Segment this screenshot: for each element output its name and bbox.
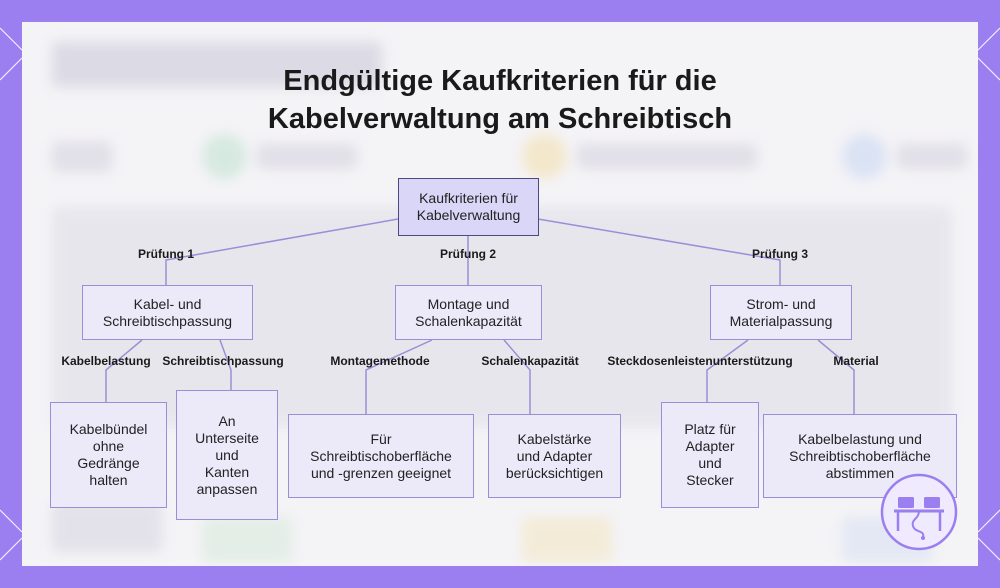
root-node: Kaufkriterien für Kabelverwaltung — [398, 178, 539, 236]
link-root-n3 — [537, 218, 781, 285]
node-strom-materialpassung: Strom- und Materialpassung — [710, 285, 852, 340]
link-n1-l1 — [105, 339, 143, 402]
edge-label-pruefung-3: Prüfung 3 — [752, 247, 808, 261]
title-line-1: Endgültige Kaufkriterien für die — [283, 65, 717, 97]
link-root-n1 — [165, 218, 399, 285]
connector-lines — [105, 218, 855, 420]
diagram-card: Endgültige Kaufkriterien für die Kabelve… — [22, 22, 978, 566]
node-kabel-schreibtischpassung: Kabel- und Schreibtischpassung — [82, 285, 253, 340]
node-montage-schalenkapazitaet: Montage und Schalenkapazität — [395, 285, 542, 340]
link-n2-l3 — [365, 339, 433, 420]
edge-label-schalenkapazitaet: Schalenkapazität — [481, 354, 579, 368]
edge-label-pruefung-1: Prüfung 1 — [138, 247, 194, 261]
leaf-unterseite-kanten: An Unterseite und Kanten anpassen — [176, 390, 278, 520]
edge-label-pruefung-2: Prüfung 2 — [440, 247, 496, 261]
edge-label-schreibtischpassung: Schreibtischpassung — [162, 354, 284, 368]
leaf-schreibtischoberflaeche: Für Schreibtischoberfläche und -grenzen … — [288, 414, 474, 498]
leaf-kabelbuendel: Kabelbündel ohne Gedränge halten — [50, 402, 167, 508]
link-n2-l4 — [503, 339, 531, 416]
edge-label-steckdosenleistenunterstuetzung: Steckdosenleistenunterstützung — [607, 354, 793, 368]
edge-label-montagemethode: Montagemethode — [330, 354, 430, 368]
link-n3-l6 — [817, 339, 855, 416]
tree-diagram: Endgültige Kaufkriterien für die Kabelve… — [22, 22, 978, 566]
edge-label-material: Material — [833, 354, 879, 368]
link-n3-l5 — [706, 339, 749, 402]
edge-label-kabelbelastung: Kabelbelastung — [61, 354, 151, 368]
diagram-title: Endgültige Kaufkriterien für die Kabelve… — [22, 62, 978, 138]
leaf-kabelstaerke-adapter: Kabelstärke und Adapter berücksichtigen — [488, 414, 621, 498]
desk-cable-logo-icon — [880, 473, 958, 551]
title-line-2: Kabelverwaltung am Schreibtisch — [267, 103, 733, 135]
link-n1-l2 — [219, 339, 232, 396]
leaf-platz-adapter-stecker: Platz für Adapter und Stecker — [661, 402, 759, 508]
